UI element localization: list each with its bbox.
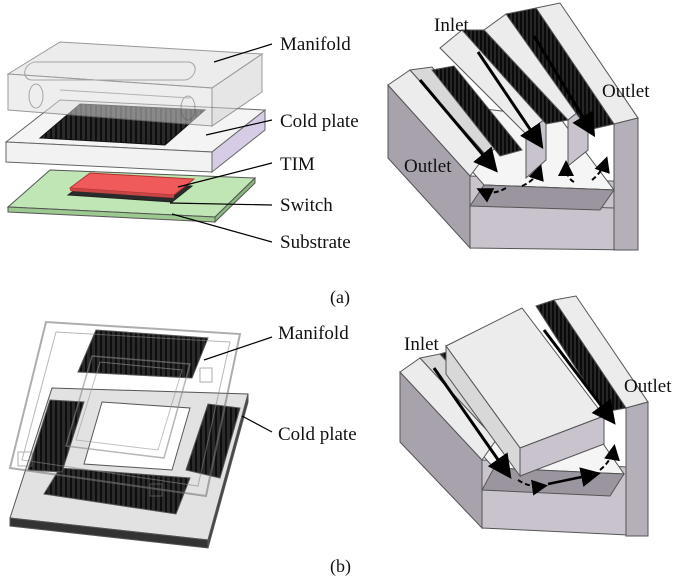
label-substrate: Substrate: [280, 232, 351, 253]
label-outlet-a-right: Outlet: [602, 81, 650, 102]
label-cold-plate-b: Cold plate: [278, 424, 357, 445]
caption-b: (b): [330, 556, 351, 577]
label-manifold-b: Manifold: [278, 323, 349, 344]
cold-plate-b-fins-left: [27, 399, 85, 473]
cold-plate-b-fins-right: [185, 403, 241, 479]
panel-b-square-assembly: [8, 320, 273, 549]
panel-b-cross-section: [399, 295, 649, 537]
panel-a-flow-arrows: [418, 35, 610, 203]
caption-a: (a): [330, 287, 350, 308]
label-inlet-b: Inlet: [404, 334, 440, 355]
panel-a-leader-lines: [169, 43, 273, 243]
label-outlet-b: Outlet: [624, 376, 672, 397]
panel-a-exploded-stack: [4, 41, 273, 243]
panel-b-flow-arrows: [432, 329, 620, 496]
tim-layer: [68, 172, 196, 198]
manifold-layer: [6, 41, 264, 127]
panel-a-cross-section: [387, 2, 639, 251]
label-inlet-a: Inlet: [434, 15, 470, 36]
cold-plate-b-fins-top: [77, 329, 209, 379]
label-switch: Switch: [280, 195, 333, 216]
label-manifold-a: Manifold: [280, 34, 351, 55]
label-tim: TIM: [280, 154, 315, 175]
label-outlet-a-left: Outlet: [404, 156, 452, 177]
label-cold-plate-a: Cold plate: [280, 111, 359, 132]
manifold-b-frame: [8, 320, 242, 498]
